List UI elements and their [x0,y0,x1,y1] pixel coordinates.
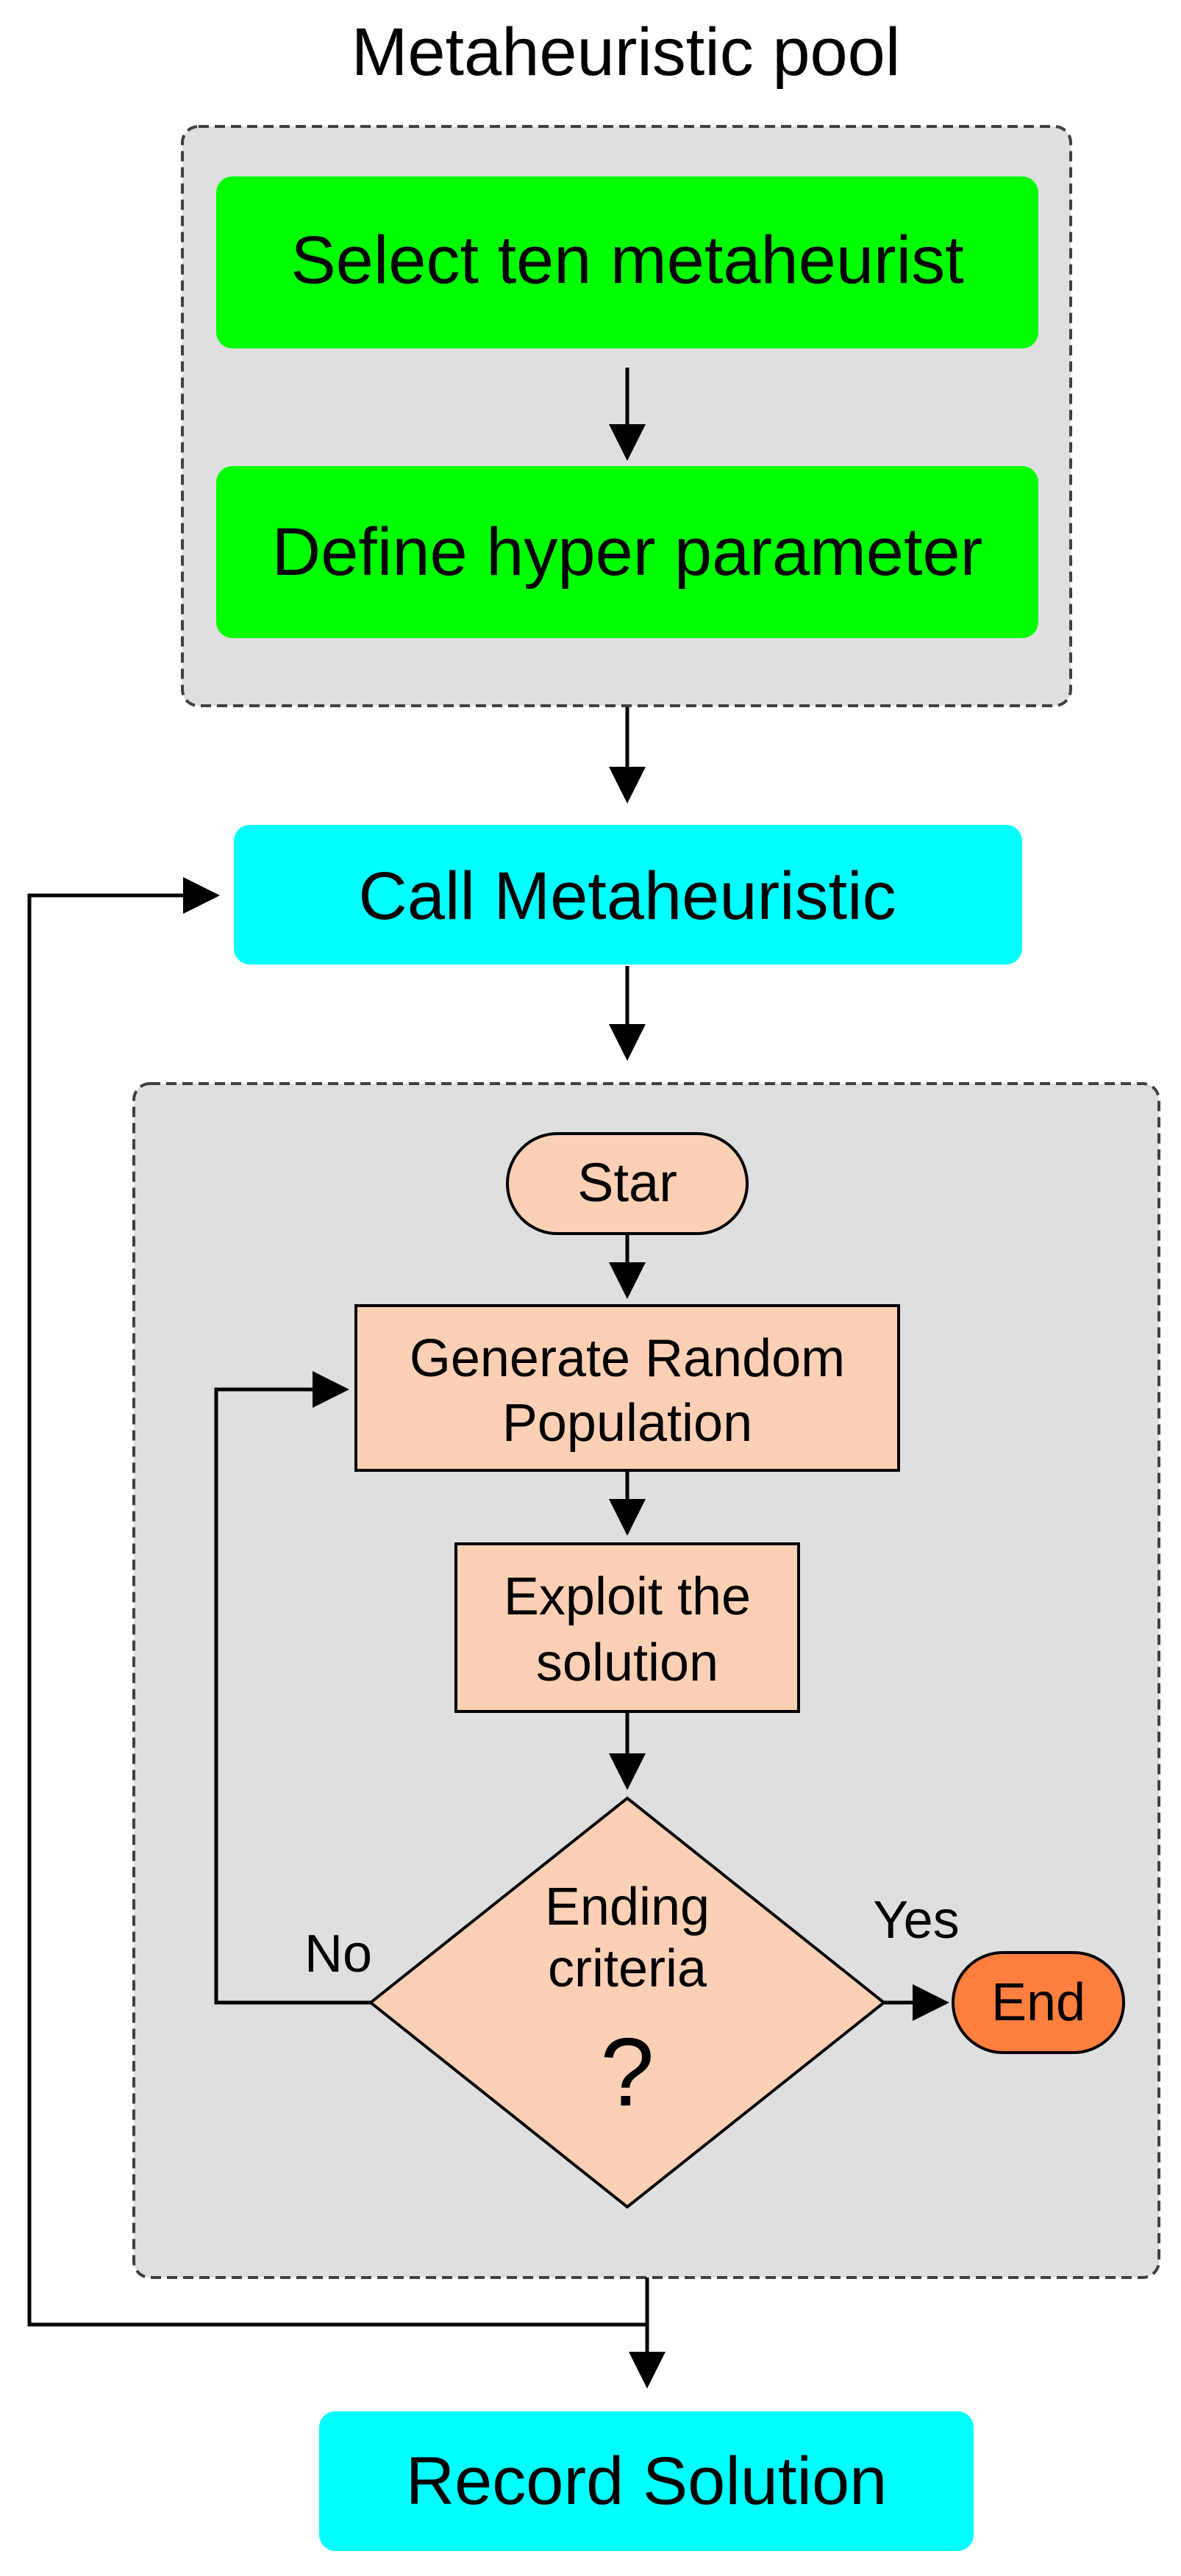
call-metaheuristic-label: Call Metaheuristic [358,859,896,934]
exploit-solution-line2: solution [536,1634,718,1692]
exploit-solution-box [454,1542,800,1713]
select-metaheuristic-label: Select ten metaheurist [290,223,963,298]
generate-population-box [354,1304,900,1472]
ending-criteria-diamond [368,1796,887,2209]
generate-population-line1: Generate Random [410,1329,845,1388]
pool-title: Metaheuristic pool [352,15,901,90]
generate-population-line2: Population [502,1394,752,1453]
define-hyperparameter-label: Define hyper parameter [272,515,983,590]
ending-criteria-line1: Ending [545,1878,710,1936]
start-terminal [506,1132,749,1235]
arrow-decision-no-loop [214,1371,371,2005]
exploit-solution-line1: Exploit the [504,1567,751,1626]
define-hyperparameter-box [216,466,1038,638]
ending-criteria-line2: criteria [548,1939,707,1998]
arrow-outer-loop [27,877,647,2327]
ending-criteria-question-mark: ? [600,2018,654,2126]
select-metaheuristic-box [216,176,1038,348]
end-terminal-label: End [991,1973,1085,2032]
call-metaheuristic-box [234,825,1022,965]
record-solution-label: Record Solution [406,2444,888,2519]
yes-label: Yes [873,1891,959,1950]
start-terminal-label: Star [577,1152,677,1213]
record-solution-box [319,2411,974,2551]
no-label: No [304,1925,372,1983]
end-terminal [952,1951,1125,2054]
